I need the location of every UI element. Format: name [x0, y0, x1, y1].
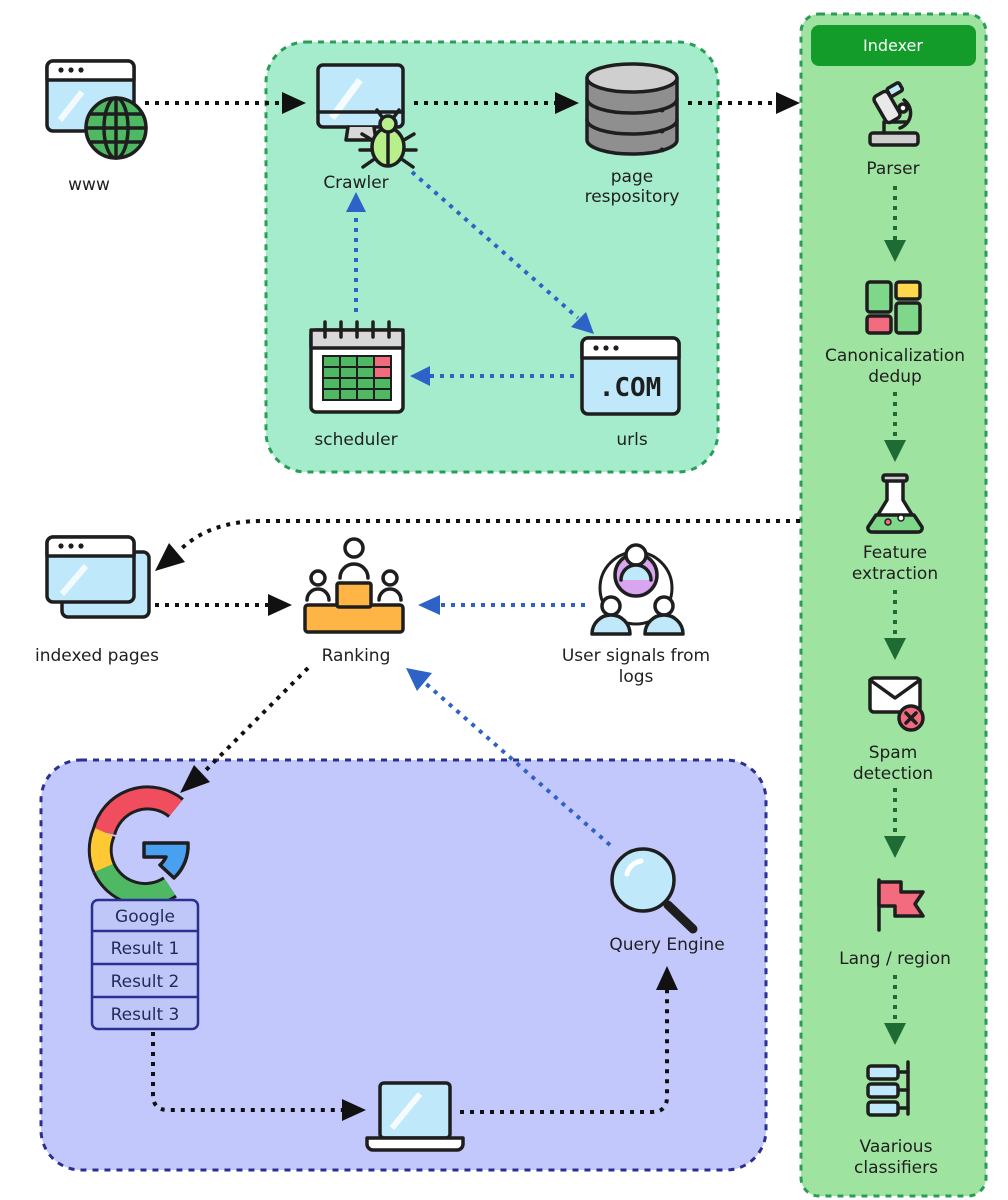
indexer-header-label: Indexer	[863, 36, 923, 55]
layout-grid-icon	[865, 280, 922, 335]
microscope-icon	[868, 81, 920, 147]
result-1[interactable]: Result 1	[111, 939, 180, 959]
classifier-hierarchy-icon	[866, 1060, 910, 1117]
classifiers-label-line2: classifiers	[854, 1158, 938, 1178]
globe-icon	[84, 96, 148, 160]
spam-mail-icon	[868, 676, 925, 732]
calendar-icon	[309, 320, 405, 414]
google-logo-icon	[87, 785, 190, 908]
flask-icon	[866, 473, 924, 534]
arrow-results-to-laptop	[151, 1032, 366, 1121]
indexer-panel	[799, 12, 988, 1198]
serving-panel	[39, 758, 768, 1172]
arrow-spam-to-lang	[884, 788, 906, 858]
urls-browser-icon	[580, 336, 681, 416]
repository-label-line2: respository	[585, 187, 680, 207]
database-icon	[585, 62, 679, 156]
arrow-laptop-to-query	[460, 966, 678, 1114]
user-signals-label-line1: User signals from	[562, 646, 710, 666]
user-signals-icon	[590, 543, 685, 636]
arrow-crawler-to-urls	[410, 170, 594, 334]
scheduler-label: scheduler	[314, 430, 397, 450]
arrow-repository-to-indexer	[688, 92, 800, 114]
indexed-pages-label: indexed pages	[35, 646, 159, 666]
lang-region-label: Lang / region	[839, 949, 951, 969]
arrow-urls-to-scheduler	[410, 366, 574, 386]
arrow-crawler-to-repository	[414, 92, 579, 114]
arrow-signals-to-ranking	[418, 595, 585, 615]
arrow-query-to-ranking	[406, 668, 612, 847]
arrow-indexed-to-ranking	[155, 594, 292, 616]
canonicalization-label-line1: Canonicalization	[825, 346, 965, 366]
feature-extraction-label-line1: Feature	[863, 543, 927, 563]
www-label: www	[68, 175, 110, 195]
spam-detection-label-line1: Spam	[869, 743, 918, 763]
indexer-header	[811, 25, 976, 66]
arrow-www-to-crawler	[145, 92, 306, 114]
urls-label: urls	[616, 430, 647, 450]
query-engine-label: Query Engine	[609, 935, 724, 955]
canonicalization-label-line2: dedup	[868, 367, 922, 387]
crawler-monitor-icon	[316, 63, 405, 142]
ranking-label: Ranking	[322, 646, 391, 666]
flag-icon	[877, 878, 925, 932]
user-signals-label-line2: logs	[619, 667, 654, 687]
arrow-ranking-to-google	[180, 666, 310, 793]
bug-icon	[358, 108, 418, 169]
arrow-parser-to-canonical	[884, 186, 906, 262]
result-3[interactable]: Result 3	[111, 1005, 180, 1025]
arrow-lang-to-classifiers	[884, 975, 906, 1045]
arrow-canonical-to-feature	[884, 392, 906, 462]
laptop-icon	[365, 1081, 465, 1152]
spam-detection-label-line2: detection	[853, 764, 933, 784]
urls-com-text: .COM	[599, 373, 662, 403]
result-2[interactable]: Result 2	[111, 972, 180, 992]
magnifier-icon	[610, 847, 698, 934]
arrow-feature-to-spam	[884, 590, 906, 660]
arrow-scheduler-to-crawler	[346, 192, 366, 312]
arrow-indexer-to-indexed-pages	[155, 519, 800, 571]
ranking-podium-icon	[303, 537, 405, 634]
search-results-list	[90, 898, 200, 1031]
indexed-pages-icon	[45, 535, 151, 619]
crawler-label: Crawler	[323, 173, 388, 193]
repository-label-line1: page	[611, 167, 653, 187]
parser-label: Parser	[866, 159, 919, 179]
classifiers-label-line1: Vaarious	[860, 1137, 933, 1157]
feature-extraction-label-line2: extraction	[852, 564, 938, 584]
result-google[interactable]: Google	[115, 907, 175, 927]
